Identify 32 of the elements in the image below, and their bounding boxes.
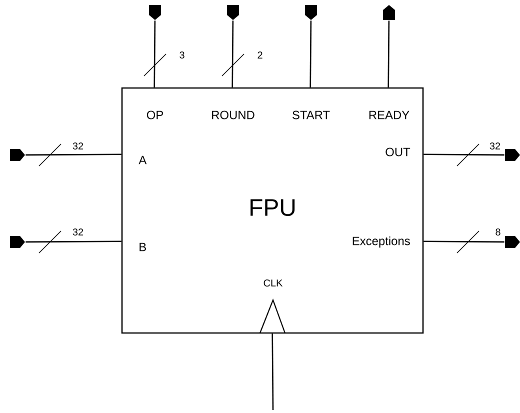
bus-width: 3 [180,51,184,59]
pin-name: CLK [264,279,283,287]
bus-width: 2 [258,52,262,58]
signal-wire [26,154,122,156]
pin-name: READY [369,110,410,120]
signal-wire [310,20,312,88]
pin-name: OUT [386,148,410,156]
bus-width: 32 [72,228,84,236]
pin-name: A [138,156,147,164]
signal-wire [154,20,156,88]
pin-name: Exceptions [352,236,410,248]
bus-width: 32 [490,142,500,150]
port-terminal [10,149,25,161]
port-terminal [149,5,161,20]
pin-name: OP [146,110,164,120]
bus-width: 32 [72,142,84,150]
signal-wire [424,240,504,243]
port-terminal [10,236,25,248]
signal-wire [388,20,390,88]
signal-wire [424,154,504,156]
port-terminal [505,149,520,161]
port-terminal [227,5,239,20]
bus-width: 8 [496,228,500,236]
signal-wire [272,334,274,410]
pin-name: B [140,242,146,252]
pin-name: START [292,110,330,120]
signal-wire [26,240,122,243]
port-terminal [305,5,317,20]
port-terminal [383,5,395,20]
port-terminal [505,236,520,248]
signal-wire [232,20,234,88]
pin-name: ROUND [212,110,254,120]
